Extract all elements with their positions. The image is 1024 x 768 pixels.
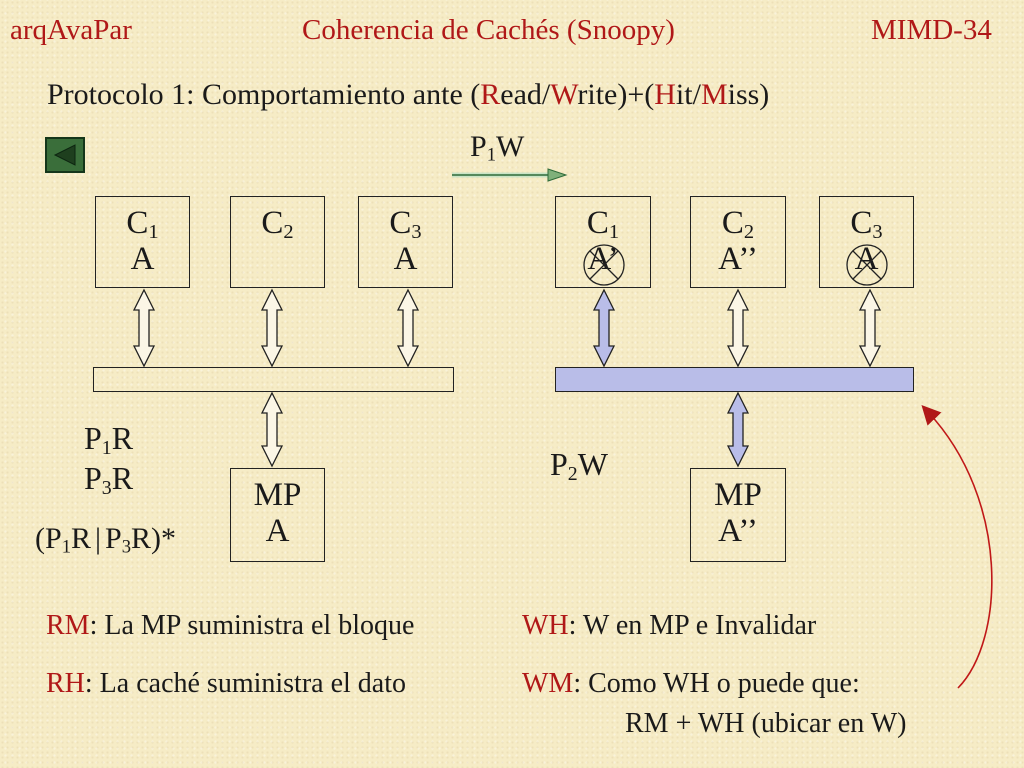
double-arrow-icon [132,288,156,368]
back-button[interactable] [45,137,85,173]
op-sub: 3 [101,476,112,499]
cache-sub: 2 [283,221,294,244]
seq-part: P [105,522,122,555]
legend-text: : W en MP e Invalidar [568,610,817,641]
cache-sub: 1 [148,221,159,244]
legend-wh: WH: W en MP e Invalidar [522,610,816,642]
subtitle-key-m: M [700,78,728,111]
cache-value: A [854,241,879,277]
double-arrow-icon [592,288,616,368]
double-arrow-icon [260,391,284,468]
memory-name: MP [253,477,302,513]
subtitle-key-h: H [654,78,676,111]
op-main: P [84,420,102,456]
legend-rh: RH: La caché suministra el dato [46,668,406,700]
op-tail: R [111,420,134,456]
double-arrow-icon [396,288,420,368]
right-cache-3: C3 A [819,196,914,288]
right-bus [555,367,914,392]
legend-text: : Como WH o puede que: [573,668,860,699]
cache-sub: 3 [872,221,883,244]
double-arrow-icon [726,288,750,368]
left-memory: MP A [230,468,325,562]
curved-arrow-icon [921,404,993,689]
subtitle-part: Protocolo 1: Comportamiento ante ( [47,78,481,111]
legend-key: RM [46,610,90,641]
label-tail: W [495,130,525,163]
cache-name: C [721,205,744,241]
legend-wm: WM: Como WH o puede que: [522,668,860,700]
seq-sub: 1 [61,536,71,558]
subtitle-part: ead/ [500,78,551,111]
op-main: P [84,460,102,496]
right-cache-2: C2 A’’ [690,196,786,288]
invalidate-mark-icon [846,244,888,286]
op-p1r: P1R [84,420,134,459]
right-cache-1: C1 A’ [555,196,651,288]
seq-part: R [70,522,91,555]
memory-name: MP [714,477,762,513]
op-sub: 2 [567,462,578,485]
op-p2w: P2W [550,446,608,485]
op-main: P [550,446,568,482]
subtitle-key-r: R [480,78,501,111]
cache-value: A’’ [718,241,758,277]
back-triangle-icon [53,144,76,166]
cache-name: C [126,205,149,241]
transition-arrow-icon [452,168,568,182]
legend-key: WH [522,610,569,641]
op-p3r: P3R [84,460,134,499]
legend-wm-detail: RM + WH (ubicar en W) [625,708,907,739]
header-right: MIMD-34 [871,14,992,46]
seq-part: R)* [131,522,176,555]
subtitle-part: it/ [675,78,701,111]
cache-sub: 2 [743,221,755,244]
memory-value: A [265,513,290,549]
slide-subtitle: Protocolo 1: Comportamiento ante (Read/W… [47,78,769,112]
seq-separator: | [95,522,102,555]
seq-part: (P [35,522,62,555]
subtitle-part: rite)+( [577,78,655,111]
op-sequence: (P1R|P3R)* [35,522,176,556]
header-left: arqAvaPar [10,14,132,46]
subtitle-part: iss) [727,78,770,111]
left-cache-3: C3 A [358,196,453,288]
label-main: P [470,130,487,163]
slide-title: Coherencia de Cachés (Snoopy) [302,14,675,46]
label-sub: 1 [486,144,496,166]
right-memory: MP A’’ [690,468,786,562]
legend-rm: RM: La MP suministra el bloque [46,610,414,642]
left-cache-1: C1 A [95,196,190,288]
double-arrow-icon [858,288,882,368]
double-arrow-icon [260,288,284,368]
cache-name: C [261,205,284,241]
cache-sub: 3 [411,221,422,244]
op-tail: R [111,460,134,496]
op-tail: W [577,446,608,482]
legend-text: : La caché suministra el dato [84,668,407,699]
left-bus [93,367,454,392]
legend-key: RH [46,668,85,699]
subtitle-key-w: W [550,78,578,111]
cache-name: C [389,205,412,241]
invalidate-mark-icon [583,244,625,286]
seq-sub: 3 [121,536,131,558]
memory-value: A’’ [718,513,758,549]
double-arrow-icon [726,391,750,468]
op-sub: 1 [101,436,112,459]
left-cache-2: C2 [230,196,325,288]
cache-value: A [130,241,155,277]
legend-key: WM [522,668,574,699]
transition-label: P1W [470,130,524,164]
cache-value: A [393,241,418,277]
cache-name: C [850,205,873,241]
cache-sub: 1 [608,221,620,244]
legend-text: : La MP suministra el bloque [89,610,415,641]
cache-name: C [586,205,609,241]
